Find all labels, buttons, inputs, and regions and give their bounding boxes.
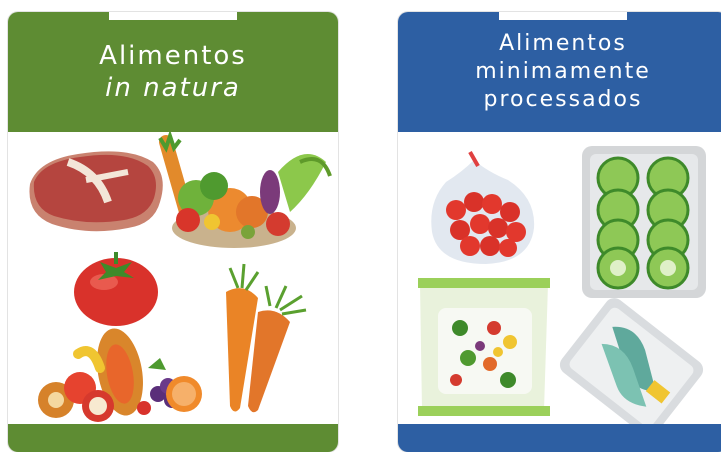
card-title-line1: Alimentos	[499, 31, 627, 56]
in-natura-illustration	[29, 132, 332, 422]
carrots-icon	[226, 263, 307, 413]
card-footer-in-natura	[8, 424, 338, 452]
fruits-pile-icon	[38, 328, 202, 422]
card-tab	[499, 12, 627, 20]
frozen-vegetables-bag-icon	[418, 278, 550, 416]
card-minimamente-processados: Alimentos minimamente processados	[398, 12, 721, 452]
cherry-tomatoes-bag-icon	[431, 151, 535, 264]
card-title-line3: processados	[483, 87, 643, 112]
card-in-natura: Alimentos in natura	[8, 12, 338, 452]
vegetables-pile-icon	[158, 132, 332, 248]
processados-illustration	[418, 146, 706, 432]
card-title-line1: Alimentos	[99, 41, 247, 71]
card-header-processados: Alimentos minimamente processados	[398, 12, 721, 132]
card-footer-processados	[398, 424, 721, 452]
card-title-line2: minimamente	[475, 59, 651, 84]
cucumber-tray-icon	[582, 146, 706, 298]
bok-choy-tray-icon	[559, 298, 704, 432]
steak-icon	[29, 151, 163, 232]
card-header-in-natura: Alimentos in natura	[8, 12, 338, 132]
card-tab	[109, 12, 237, 20]
card-title-line2: in natura	[105, 73, 241, 103]
tomato-icon	[74, 252, 158, 326]
